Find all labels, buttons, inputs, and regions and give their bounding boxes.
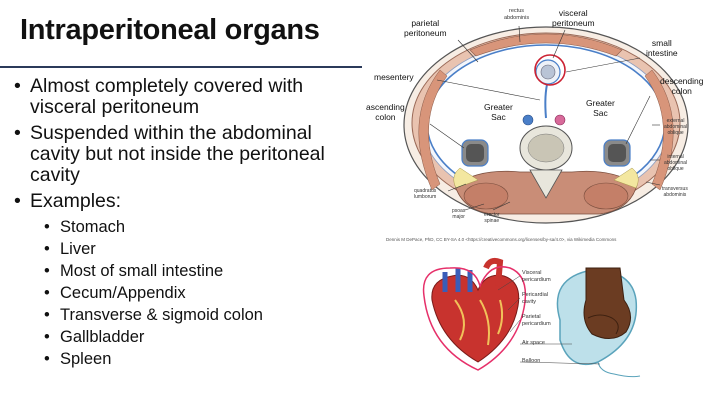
label-air-space: Air space — [522, 340, 545, 346]
label-descending-colon: descending colon — [660, 76, 704, 96]
label-internal-oblique: internal abdominal oblique — [664, 154, 688, 172]
bullet-item: Almost completely covered with visceral … — [14, 76, 362, 118]
label-parietal-pericardium: Parietal pericardium — [522, 314, 551, 327]
label-pericardial-cavity: Pericardial cavity — [522, 292, 548, 305]
label-balloon: Balloon — [522, 358, 541, 364]
label-psoas: psoas major — [452, 208, 466, 220]
image-credit: Dennis M DePace, PhD, CC BY-SA 4.0 <http… — [386, 237, 617, 242]
title-underline — [0, 66, 362, 68]
label-external-oblique: external abdominal oblique — [664, 118, 688, 136]
example-item: Cecum/Appendix — [30, 282, 362, 304]
label-greater-sac-left: Greater Sac — [484, 102, 513, 122]
example-item: Spleen — [30, 348, 362, 370]
example-item: Liver — [30, 238, 362, 260]
label-transversus: transversus abdominis — [662, 186, 688, 198]
example-item: Gallbladder — [30, 326, 362, 348]
label-small-intestine: small intestine — [646, 38, 678, 58]
label-visceral-peritoneum: visceral peritoneum — [552, 8, 595, 28]
label-rectus-abdominis: rectus abdominis — [504, 8, 530, 21]
bullet-list: Almost completely covered with visceral … — [14, 76, 362, 375]
slide-title: Intraperitoneal organs — [20, 14, 320, 46]
bullet-text: Examples: — [30, 190, 122, 212]
example-item: Transverse & sigmoid colon — [30, 304, 362, 326]
example-item: Most of small intestine — [30, 260, 362, 282]
bullet-item-examples: Examples: Stomach Liver Most of small in… — [14, 190, 362, 371]
examples-list: Stomach Liver Most of small intestine Ce… — [30, 216, 362, 370]
bullet-item: Suspended within the abdominal cavity bu… — [14, 123, 362, 186]
label-quadratus: quadratus lumborum — [414, 188, 437, 200]
label-ascending-colon: ascending colon — [366, 102, 405, 122]
example-item: Stomach — [30, 216, 362, 238]
label-parietal-peritoneum: parietal peritoneum — [404, 18, 447, 38]
label-greater-sac-right: Greater Sac — [586, 98, 615, 118]
label-mesentery: mesentery — [374, 72, 414, 82]
label-visceral-pericardium: Visceral pericardium — [522, 270, 551, 283]
label-erector: erector spinae — [484, 212, 500, 224]
